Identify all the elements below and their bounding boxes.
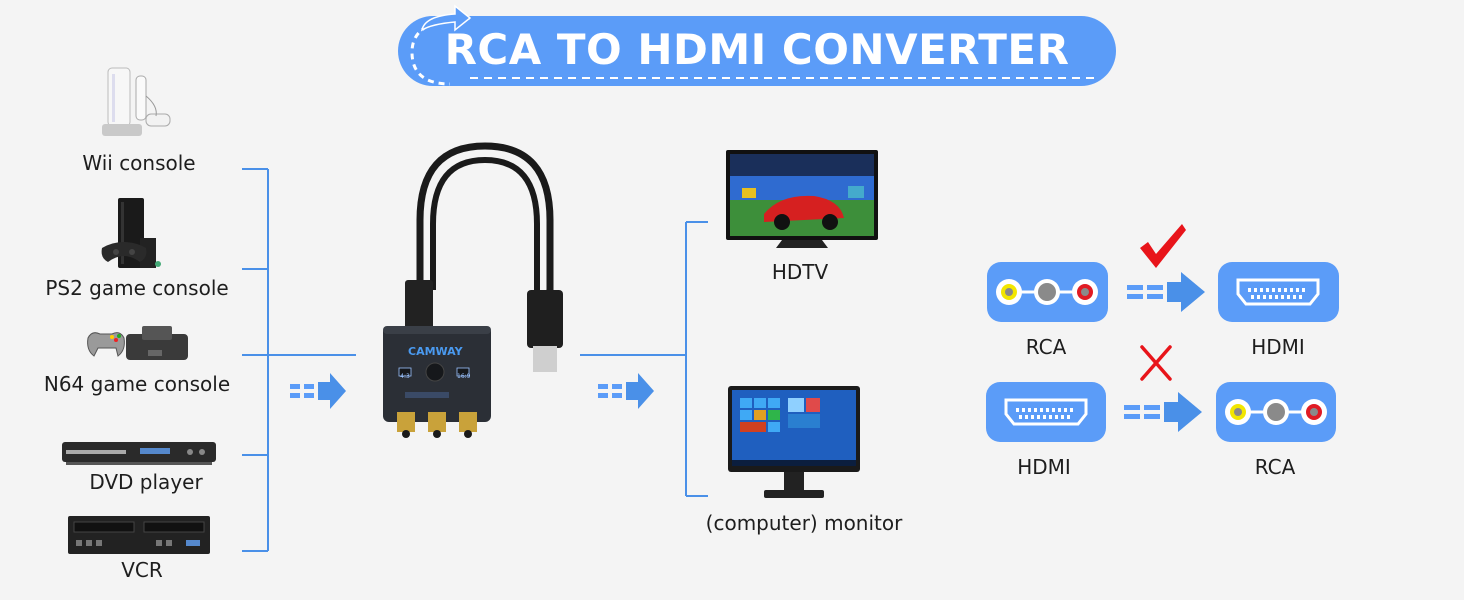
direction-arrow-icon xyxy=(1124,392,1202,432)
title-banner xyxy=(398,16,1116,86)
wii-console-icon xyxy=(102,67,171,136)
source-label-vcr: VCR xyxy=(121,558,163,582)
ps2-console-icon xyxy=(101,198,161,268)
hdtv-icon xyxy=(726,150,878,248)
flow-arrow-icon xyxy=(598,373,654,409)
flow-arrow-icon xyxy=(290,373,346,409)
hdmi-port-icon xyxy=(1004,398,1088,426)
source-label-wii: Wii console xyxy=(82,151,196,175)
rca-jacks-icon xyxy=(996,279,1098,305)
direction-row2-from-label: HDMI xyxy=(1017,455,1071,479)
n64-console-icon xyxy=(87,326,188,360)
converter-device xyxy=(383,142,563,438)
converter-switch-left-label: 4:3 xyxy=(400,373,410,380)
hdmi-port-icon xyxy=(1236,278,1320,306)
converter-brand-label: CAMWAY xyxy=(408,345,463,358)
output-label-hdtv: HDTV xyxy=(771,260,829,284)
output-label-monitor: (computer) monitor xyxy=(705,511,903,535)
monitor-icon xyxy=(728,386,860,498)
page-title: RCA TO HDMI CONVERTER xyxy=(444,25,1070,74)
x-mark-icon xyxy=(1140,345,1172,381)
direction-arrow-icon xyxy=(1127,272,1205,312)
direction-row2-to-label: RCA xyxy=(1254,455,1296,479)
source-label-ps2: PS2 game console xyxy=(45,276,229,300)
vcr-icon xyxy=(68,516,210,554)
dvd-player-icon xyxy=(62,442,216,465)
source-label-dvd: DVD player xyxy=(89,470,203,494)
direction-row1-from-label: RCA xyxy=(1025,335,1067,359)
rca-jacks-icon xyxy=(1225,399,1327,425)
converter-switch-right-label: 16:9 xyxy=(457,373,471,380)
checkmark-icon xyxy=(1140,224,1186,268)
direction-row1-to-label: HDMI xyxy=(1251,335,1305,359)
source-label-n64: N64 game console xyxy=(43,372,231,396)
